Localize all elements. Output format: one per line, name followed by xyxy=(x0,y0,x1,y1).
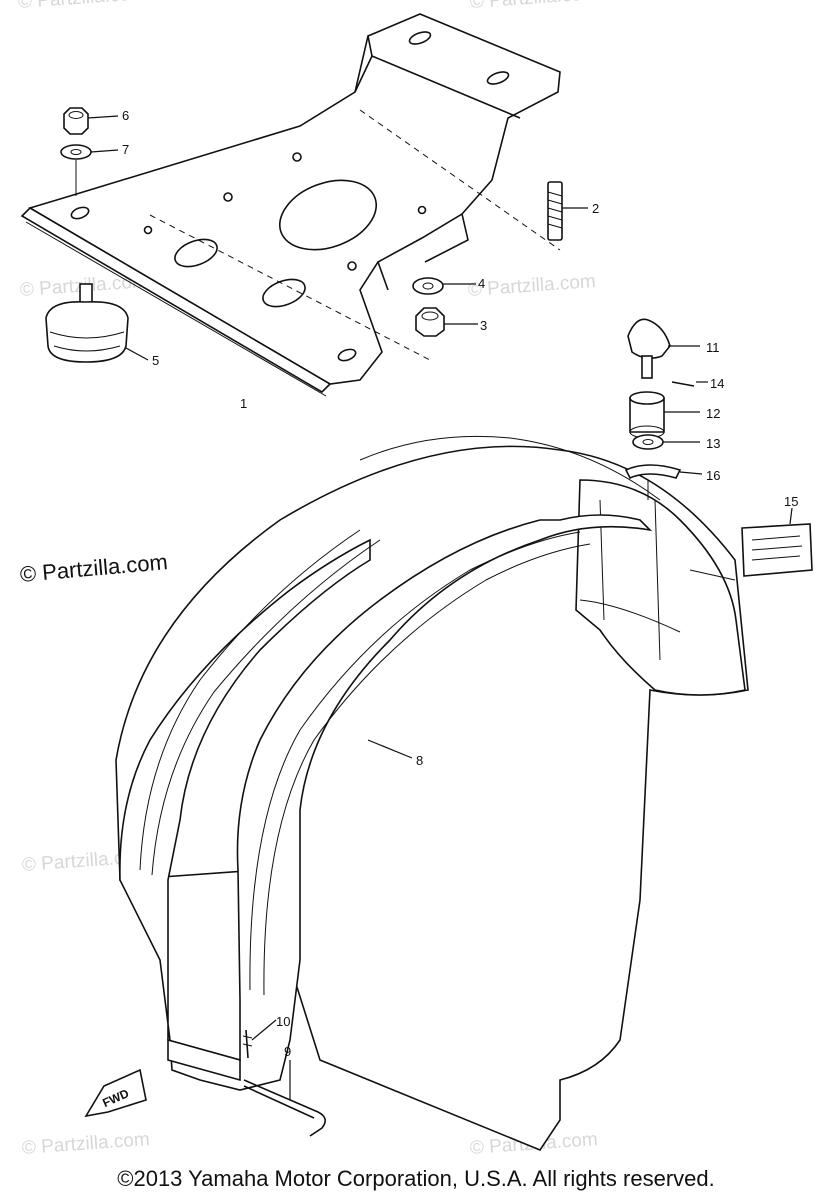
callout-5: 5 xyxy=(152,353,159,368)
callout-10: 10 xyxy=(276,1014,290,1029)
callout-15: 15 xyxy=(784,494,798,509)
washer-part-7 xyxy=(60,144,119,160)
label-plate-part-15 xyxy=(741,507,813,577)
bracket-plate-part-1 xyxy=(20,13,561,397)
callout-4: 4 xyxy=(478,276,485,291)
rubber-mount-part-5 xyxy=(45,283,149,363)
callout-1: 1 xyxy=(240,396,247,411)
small-bolt-part-14 xyxy=(671,381,708,387)
spacer-part-12 xyxy=(629,391,700,439)
washer-part-4 xyxy=(412,277,476,295)
screw-part-10 xyxy=(242,1019,277,1059)
washer-part-13 xyxy=(632,434,700,450)
callout-labels: 1 2 3 4 5 6 7 8 9 10 11 12 13 14 15 16 xyxy=(122,108,798,1059)
callout-2: 2 xyxy=(592,201,599,216)
stud-bolt-part-2 xyxy=(547,181,588,241)
callout-11: 11 xyxy=(706,340,720,355)
plate-part-16 xyxy=(624,464,703,500)
callout-7: 7 xyxy=(122,142,129,157)
callout-6: 6 xyxy=(122,108,129,123)
rear-fender-part-8 xyxy=(115,435,749,1151)
nut-part-3 xyxy=(415,307,478,337)
cap-part-11 xyxy=(627,318,700,379)
callout-3: 3 xyxy=(480,318,487,333)
callout-12: 12 xyxy=(706,406,720,421)
copyright-notice: ©2013 Yamaha Motor Corporation, U.S.A. A… xyxy=(117,1166,715,1191)
callout-9: 9 xyxy=(284,1044,291,1059)
callout-14: 14 xyxy=(710,376,724,391)
fwd-arrow: FWD xyxy=(84,1068,147,1118)
callout-8: 8 xyxy=(416,753,423,768)
callout-13: 13 xyxy=(706,436,720,451)
rod-part-9 xyxy=(243,1060,326,1137)
callout-16: 16 xyxy=(706,468,720,483)
nut-part-6 xyxy=(63,107,119,135)
